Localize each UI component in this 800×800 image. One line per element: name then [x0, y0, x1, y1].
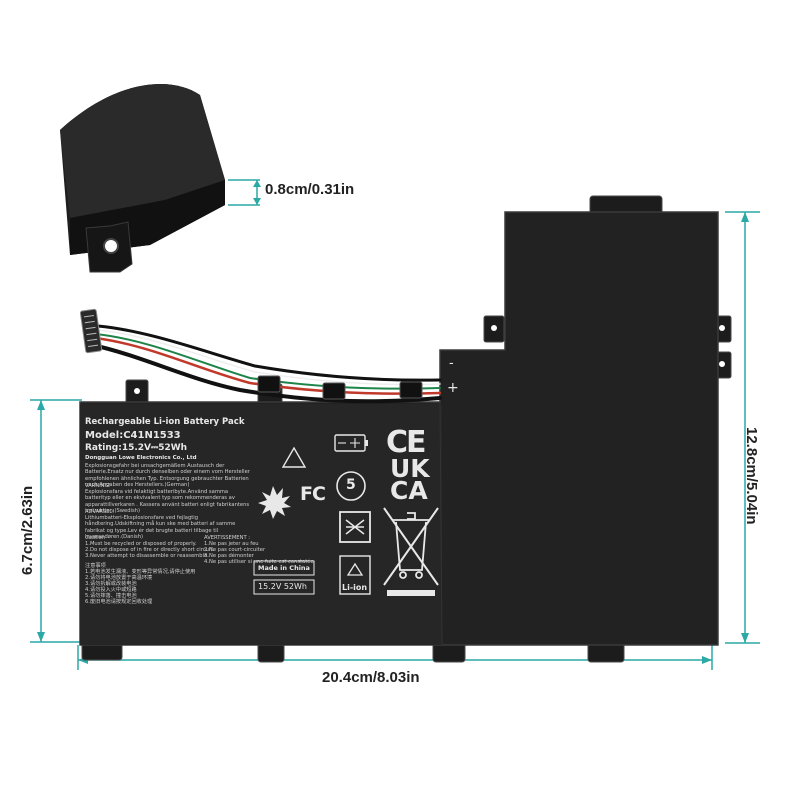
positive-terminal-label: + [447, 380, 459, 396]
avert-line: 4.Ne pas utiliser si une fuite est const… [204, 559, 314, 565]
gb-certification-icon [339, 511, 371, 543]
made-in-china-label: Made in China [258, 564, 310, 572]
label-avertissement-title: AVERTISSEMENT : [204, 535, 251, 541]
avert-line: 3.Ne pas démonter [204, 553, 254, 559]
chinese-line: 2.请勿将电池放置于高温环境 [85, 575, 153, 581]
warning-triangle-icon [281, 446, 307, 468]
cable-clip [399, 381, 423, 399]
cable-clip [257, 375, 281, 393]
battery-label-panel [80, 404, 442, 645]
cable-clip [322, 382, 346, 400]
label-danish-warning: Lithiumbatteri-Eksplosionsfare ved fejla… [85, 515, 236, 540]
mount-hole-icon [103, 238, 119, 254]
width-label: 20.4cm/8.03in [322, 669, 420, 686]
label-german-warning: Explosionsgefahr bei unsachgemäßem Austa… [85, 463, 250, 488]
negative-terminal-label: - [449, 356, 454, 371]
spec-label: 15.2V 52Wh [258, 582, 307, 591]
battery-connector [79, 308, 103, 354]
battery-cable [90, 324, 442, 404]
thickness-detail-inset [60, 84, 225, 273]
thickness-label: 0.8cm/0.31in [265, 181, 355, 198]
recycle-five-digit: 5 [346, 477, 356, 493]
label-swedish-warning: Explosionsfara vid felaktigt batteribyte… [85, 489, 250, 514]
label-title: Rechargeable Li-ion Battery Pack [85, 417, 245, 427]
chinese-line: 3.请勿拆解或改装电池 [85, 581, 137, 587]
chinese-line: 4.请勿投入火中或短路 [85, 587, 137, 593]
spec-box [253, 579, 315, 595]
made-in-box [253, 560, 315, 576]
height-body-label: 6.7cm/2.63in [19, 485, 36, 575]
caution-line: 1.Must be recycled or disposed of proper… [85, 541, 197, 547]
label-maker: Dongguan Lowe Electronics Co., Ltd [85, 455, 197, 461]
chinese-line: 注意事项 [85, 563, 106, 569]
li-ion-label: Li-ion [342, 583, 368, 592]
ukca-line-1: UK [390, 454, 430, 483]
recycle-arrows-icon [346, 562, 364, 576]
ukca-mark-icon: UK CA [390, 454, 430, 505]
chinese-line: 1.若电池发生漏液、变形等异常情况,请停止使用 [85, 569, 196, 575]
recycle-five-icon [336, 471, 366, 501]
label-varning-title: VARNING! [85, 483, 111, 489]
label-caution-title: Caution [85, 535, 106, 541]
avert-line: 2.Ne pas court-circuiter [204, 547, 266, 553]
fcc-mark-icon: FC [300, 483, 326, 505]
height-full-dimension-marker [725, 211, 760, 644]
caution-line: 3.Never attempt to disassemble or reasse… [85, 553, 209, 559]
weee-crossed-bin-icon [383, 507, 439, 596]
height-body-dimension-marker [30, 399, 82, 643]
chinese-line: 5.请勿摔落、撞击电池 [85, 593, 137, 599]
ce-mark-icon: CE [386, 425, 426, 460]
caution-line: 2.Do not dispose of in fire or directly … [85, 547, 215, 553]
label-rating: Rating:15.2V⎓52Wh [85, 443, 188, 453]
thickness-dimension-marker [228, 179, 261, 206]
ukca-line-2: CA [390, 476, 428, 505]
fire-explosion-icon [258, 486, 291, 519]
height-full-label: 12.8cm/5.04in [743, 427, 760, 525]
label-model: Model:C41N1533 [85, 430, 181, 441]
chinese-line: 6.废旧电池请按规定回收处理 [85, 599, 153, 605]
avert-line: 1.Ne pas jeter au feu [204, 541, 259, 547]
label-advarsel-title: ADVARSEL! [85, 509, 115, 515]
li-ion-recycle-box [339, 555, 371, 595]
tab-holes [134, 325, 725, 394]
